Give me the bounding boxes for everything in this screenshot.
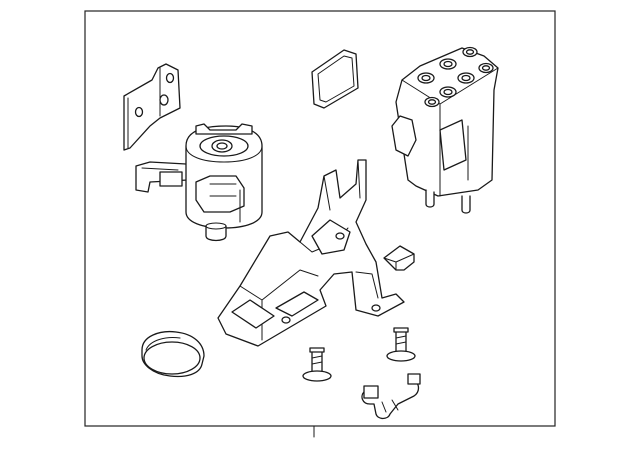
- gasket-pad-icon: [311, 49, 359, 109]
- stud-bolt-icon: [386, 327, 416, 362]
- canister-icon: [391, 46, 499, 214]
- clip-icon: [383, 245, 415, 271]
- support-bracket-icon: [217, 159, 405, 347]
- seal-ring-icon: [141, 330, 205, 378]
- pump-motor-icon: [135, 123, 263, 242]
- hose-icon: [361, 373, 421, 420]
- stud-bolt-icon: [302, 347, 332, 382]
- mounting-bracket-icon: [123, 63, 181, 151]
